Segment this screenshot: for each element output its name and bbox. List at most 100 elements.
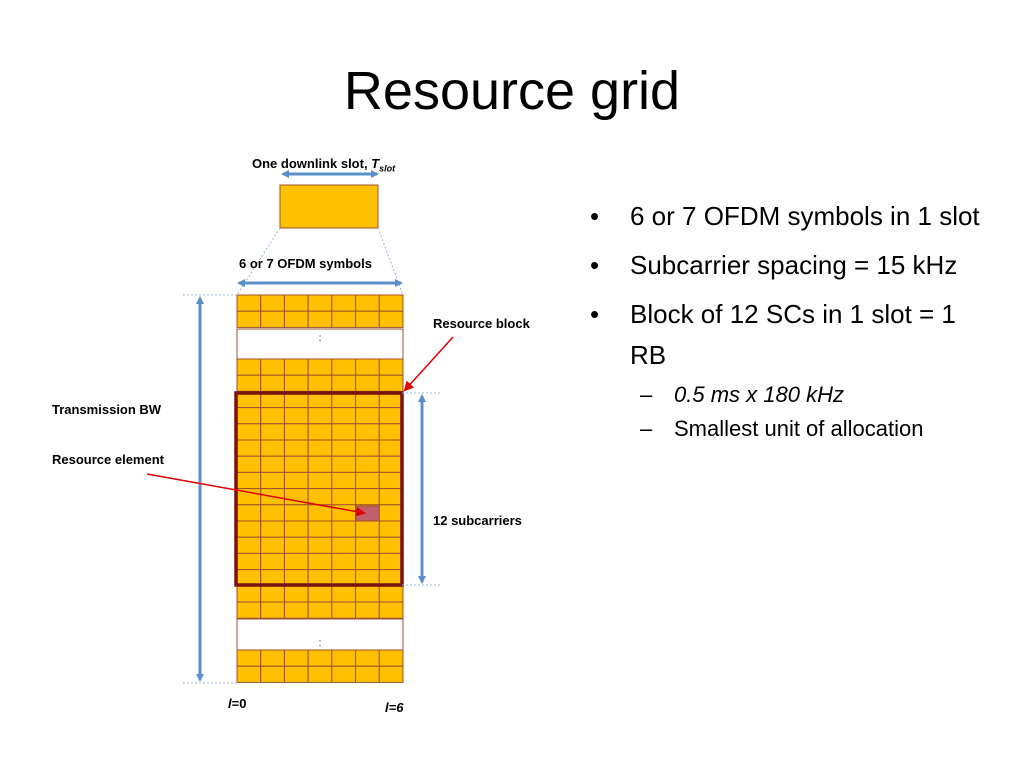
grid-cell: [236, 294, 262, 312]
grid-cell: [260, 455, 285, 473]
grid-cell: [236, 358, 262, 376]
grid-cell: [283, 649, 309, 667]
grid-cell: [236, 649, 262, 667]
grid-cell: [283, 407, 309, 425]
downlink-slot-box: [279, 184, 379, 229]
bullet-item: •6 or 7 OFDM symbols in 1 slot: [590, 201, 980, 231]
grid-cell: [355, 649, 380, 667]
grid-cell: [378, 455, 404, 473]
grid-cell: [355, 423, 380, 441]
grid-cell: [378, 471, 404, 490]
grid-cell: [331, 552, 357, 571]
grid-cell: [307, 552, 333, 571]
grid-cell: [260, 536, 285, 554]
grid-cell: [307, 471, 333, 490]
grid-cell: [355, 471, 380, 490]
page-title: Resource grid: [343, 61, 681, 121]
grid-cell: [331, 520, 357, 538]
grid-cell: [307, 439, 333, 457]
subcarriers-label: 12 subcarriers: [433, 513, 522, 528]
grid-cell: [236, 310, 262, 328]
grid-cell: [260, 407, 285, 425]
expand-line-right: [377, 227, 404, 296]
grid-cell: [355, 310, 380, 328]
grid-cell: [283, 665, 309, 683]
grid-cell: [378, 504, 404, 522]
grid-cell: [307, 423, 333, 441]
grid-cell: [307, 520, 333, 538]
expand-line-left: [236, 227, 281, 296]
grid-cell: [260, 358, 285, 376]
grid-cell: [331, 649, 357, 667]
grid-cell: [331, 310, 357, 328]
grid-cell: [378, 601, 404, 619]
grid-cell: [307, 665, 333, 683]
grid-cell: [283, 310, 309, 328]
l6-label: l=6: [385, 700, 404, 715]
grid-cell: [236, 536, 262, 554]
resource-element-pointer: [146, 473, 366, 517]
grid-cell: [236, 601, 262, 619]
resource-block-label: Resource block: [433, 316, 530, 331]
grid-cell: [331, 407, 357, 425]
grid-cell: [260, 520, 285, 538]
grid-cell: [236, 423, 262, 441]
grid-cell: [355, 585, 380, 603]
resource-element-label: Resource element: [52, 452, 164, 467]
transmission-bw-label: Transmission BW: [52, 402, 162, 417]
grid-cell: [307, 294, 333, 312]
grid-cell: [260, 504, 285, 522]
grid-cell: [331, 665, 357, 683]
grid-cell: [331, 455, 357, 473]
grid-cell: [378, 520, 404, 538]
grid-cell: [307, 536, 333, 554]
grid-cell: [236, 665, 262, 683]
grid-cell: [283, 504, 309, 522]
grid-cell: [331, 536, 357, 554]
ofdm-symbols-label: 6 or 7 OFDM symbols: [239, 256, 372, 271]
grid-cell: [378, 536, 404, 554]
grid-cell: [307, 455, 333, 473]
bullet-list: •6 or 7 OFDM symbols in 1 slot •Subcarri…: [590, 196, 990, 444]
grid-cell: [236, 504, 262, 522]
sub-bullet-item: –0.5 ms x 180 kHz: [640, 382, 844, 407]
grid-cell: [355, 358, 380, 376]
grid-cell: [283, 552, 309, 571]
resource-block-pointer: [403, 336, 454, 392]
grid-cell: [378, 407, 404, 425]
grid-cell: [260, 439, 285, 457]
grid-cell: [236, 374, 262, 392]
grid-cell: [355, 455, 380, 473]
grid-cell: [378, 423, 404, 441]
grid-cell: [378, 294, 404, 312]
gap-box-top: [236, 328, 404, 360]
grid-cell: [331, 471, 357, 490]
grid-cell: [355, 665, 380, 683]
grid-cell: [283, 520, 309, 538]
grid-cell: [331, 374, 357, 392]
gap-dots-top: :: [319, 333, 322, 344]
grid-cell: [355, 294, 380, 312]
grid-cell: [236, 471, 262, 490]
grid-cell: [283, 455, 309, 473]
grid-cell: [260, 585, 285, 603]
l0-label: l=0: [228, 696, 247, 711]
grid-cell: [355, 488, 380, 506]
bullet-item: •Block of 12 SCs in 1 slot = 1 RB: [590, 299, 956, 370]
grid-cell: [307, 374, 333, 392]
sub-bullet-item: –Smallest unit of allocation: [640, 416, 924, 441]
grid-cell: [378, 665, 404, 683]
grid-cell: [260, 552, 285, 571]
grid-cell: [355, 601, 380, 619]
grid-cell: [236, 552, 262, 571]
grid-cell: [378, 310, 404, 328]
grid-cell: [331, 423, 357, 441]
grid-cell: [283, 439, 309, 457]
grid-cell: [331, 585, 357, 603]
grid-cell: [378, 649, 404, 667]
grid-cell: [331, 358, 357, 376]
grid-cell: [331, 601, 357, 619]
grid-cell: [260, 374, 285, 392]
grid-cell: [236, 455, 262, 473]
